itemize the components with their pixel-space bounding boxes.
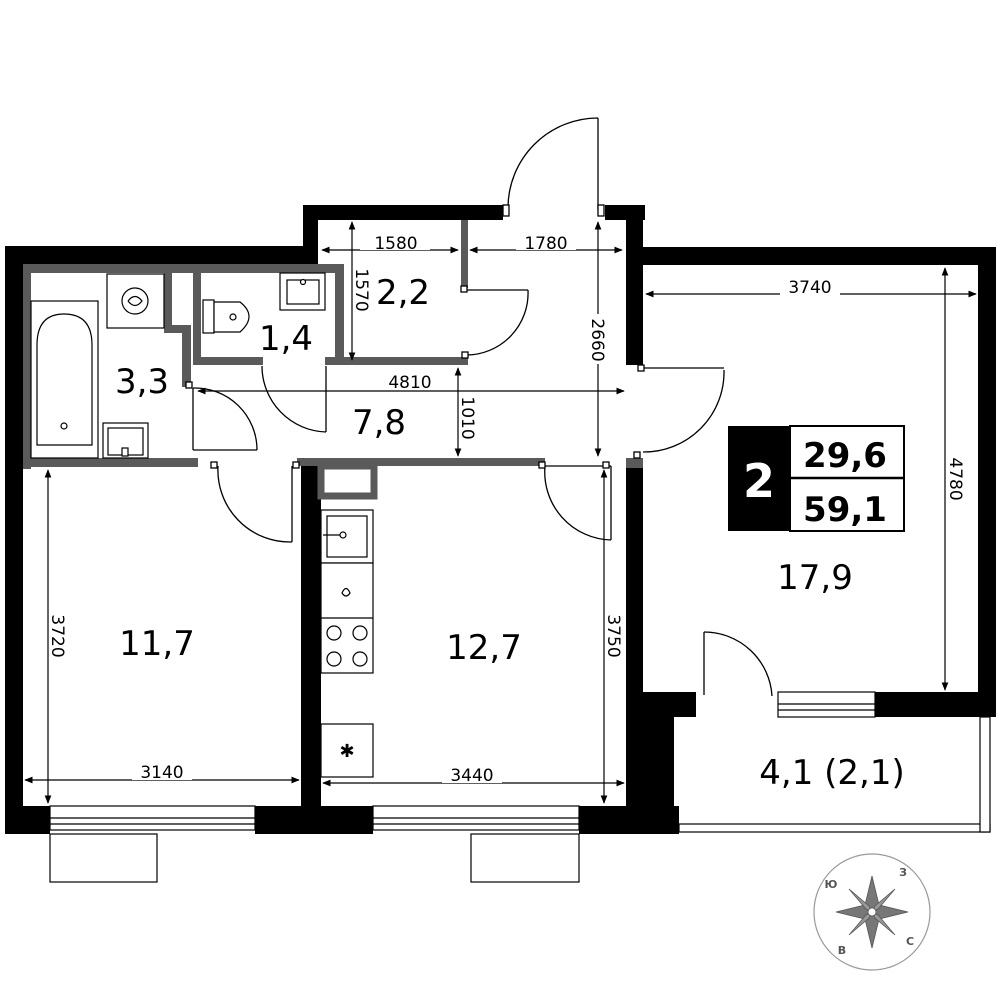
area-closet: 2,2 (376, 273, 430, 313)
closet-door (465, 289, 529, 356)
summary-badge: 2 29,6 59,1 (728, 425, 905, 532)
kitchen-sink (320, 509, 374, 564)
balcony-glazing (678, 716, 991, 833)
area-kitchen: 12,7 (446, 628, 522, 668)
area-toilet: 1,4 (259, 319, 313, 359)
dim-hall-width: 4810 (388, 373, 431, 393)
compass-north: С (906, 935, 914, 948)
dimension-labels: 1580 1570 1780 2660 4810 1010 3740 4780 … (47, 232, 965, 786)
compass-rose-icon (835, 875, 909, 949)
total-area: 59,1 (803, 490, 887, 530)
window-sills (49, 833, 580, 883)
dim-living-height: 4780 (945, 457, 965, 500)
bathroom-sink (102, 422, 149, 459)
entrance-door (502, 117, 605, 217)
bathroom-door (192, 387, 258, 451)
rooms-count: 2 (743, 454, 775, 508)
dim-hall-height: 2660 (587, 318, 607, 361)
dim-hall-depth: 1010 (457, 396, 477, 439)
interior-partitions (23, 220, 643, 500)
toilet-bowl (202, 299, 250, 334)
area-balcony: 4,1 (2,1) (759, 753, 904, 793)
area-bathroom: 3,3 (115, 362, 169, 402)
fixtures: ✱ (30, 272, 374, 778)
dim-kitchen-height: 3750 (603, 614, 623, 657)
bathtub (30, 300, 99, 459)
toilet-sink (279, 272, 326, 311)
exterior-walls (5, 205, 996, 834)
kitchen-door (543, 465, 612, 541)
dim-kitchen-width: 3440 (450, 766, 493, 786)
area-bedroom: 11,7 (119, 624, 195, 664)
area-living-room: 17,9 (777, 558, 853, 598)
compass: Ю З В С (813, 853, 931, 971)
area-hallway: 7,8 (352, 403, 406, 443)
stove (326, 625, 368, 667)
dim-bedroom-width: 3140 (140, 763, 183, 783)
room-areas: 3,3 1,4 2,2 7,8 11,7 12,7 17,9 4,1 (2,1) (115, 273, 905, 793)
window-kitchen (372, 805, 580, 831)
bedroom-door (217, 465, 293, 543)
doors (185, 117, 773, 697)
dim-closet-height: 1570 (351, 268, 371, 311)
dim-closet-width: 1580 (374, 234, 417, 254)
dim-bedroom-height: 3720 (47, 614, 67, 657)
fridge: ✱ (320, 723, 374, 778)
washing-machine (106, 273, 165, 329)
compass-east: В (838, 944, 846, 957)
living-area: 29,6 (803, 436, 887, 476)
balcony-door (703, 631, 773, 697)
dim-hall-upper-width: 1780 (524, 234, 567, 254)
compass-south: Ю (825, 878, 838, 891)
living-room-door (642, 367, 725, 453)
windows (49, 691, 991, 883)
svg-text:✱: ✱ (339, 741, 354, 762)
dim-living-width: 3740 (788, 278, 831, 298)
window-bedroom (49, 805, 256, 831)
window-living-room (777, 691, 876, 718)
toilet-door (261, 365, 327, 433)
compass-west: З (899, 866, 907, 879)
